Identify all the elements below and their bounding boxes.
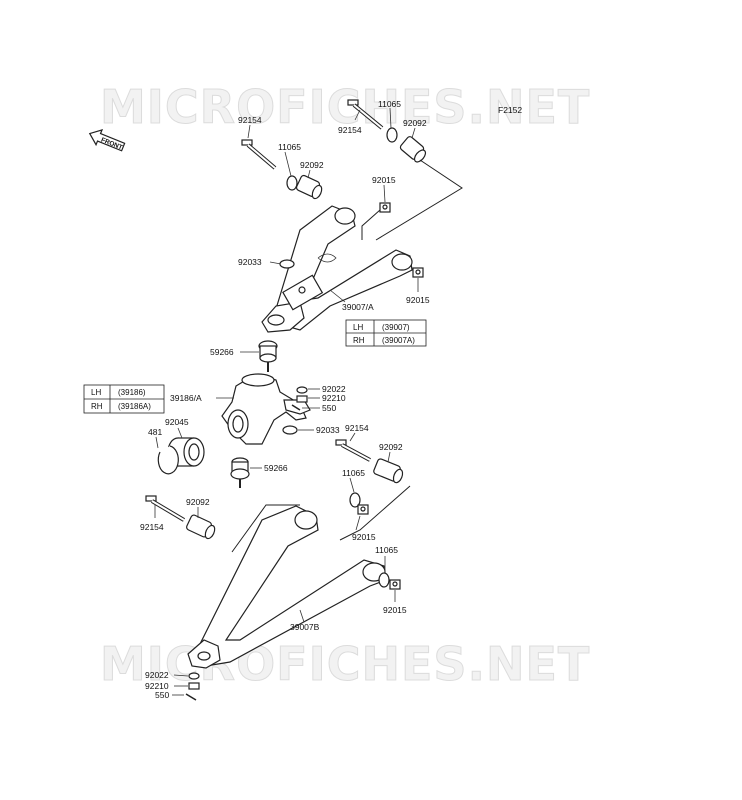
nut-92210-bottom bbox=[188, 682, 200, 690]
ring-11065-ur bbox=[386, 127, 398, 143]
label-92022-k: 92022 bbox=[322, 384, 346, 394]
label-59266-l: 59266 bbox=[264, 463, 288, 473]
label-92154-lr: 92154 bbox=[345, 423, 369, 433]
label-11065-ul: 11065 bbox=[278, 142, 301, 152]
label-92015-l1: 92015 bbox=[352, 532, 376, 542]
label-92022-b: 92022 bbox=[145, 670, 169, 680]
watermark-bottom: MICROFICHES.NET bbox=[100, 637, 590, 691]
table-knuckle-code-0: (39186) bbox=[118, 388, 146, 397]
label-92015-l2: 92015 bbox=[383, 605, 407, 615]
label-92154-ul: 92154 bbox=[238, 115, 262, 125]
table-arm: LH (39007) RH (39007A) bbox=[345, 319, 427, 347]
table-arm-code-0: (39007) bbox=[382, 323, 410, 332]
bolt-92154-lower-right bbox=[335, 439, 371, 462]
label-92015-u2: 92015 bbox=[406, 295, 430, 305]
nut-92015-lower-1 bbox=[357, 504, 369, 515]
label-11065-ur: 11065 bbox=[378, 99, 401, 109]
table-arm-code-1: (39007A) bbox=[382, 336, 415, 345]
label-92154-ur: 92154 bbox=[338, 125, 362, 135]
bolt-92154-upper-left bbox=[241, 139, 277, 170]
bolt-92154-lower-left bbox=[145, 495, 186, 522]
washer-92022-knuckle bbox=[296, 386, 308, 394]
table-knuckle: LH (39186) RH (39186A) bbox=[83, 384, 165, 414]
label-92015-u1: 92015 bbox=[372, 175, 396, 185]
ball-joint-59266-upper bbox=[258, 340, 278, 372]
table-knuckle-side-0: LH bbox=[91, 388, 101, 397]
label-481: 481 bbox=[148, 427, 162, 437]
washer-92022-bottom bbox=[188, 672, 200, 680]
pin-550-knuckle bbox=[291, 404, 301, 411]
ring-11065-lr1 bbox=[349, 492, 361, 508]
bushing-92092-ur bbox=[399, 136, 427, 163]
ring-92033-upper bbox=[279, 259, 295, 269]
nut-92210-knuckle bbox=[296, 395, 308, 403]
label-92092-lr: 92092 bbox=[379, 442, 403, 452]
table-arm-side-1: RH bbox=[353, 336, 365, 345]
label-11065-lr2: 11065 bbox=[375, 545, 398, 555]
ring-11065-ul bbox=[286, 175, 298, 191]
table-arm-side-0: LH bbox=[353, 323, 363, 332]
label-92092-ur: 92092 bbox=[403, 118, 427, 128]
table-knuckle-side-1: RH bbox=[91, 402, 103, 411]
ring-92033-knuckle bbox=[282, 425, 298, 435]
bushing-92092-lr bbox=[373, 458, 404, 484]
label-92033-u: 92033 bbox=[238, 257, 262, 267]
pin-550-bottom bbox=[185, 693, 197, 701]
label-92210-k: 92210 bbox=[322, 393, 346, 403]
nut-92015-upper-2 bbox=[412, 267, 424, 278]
label-92154-ll: 92154 bbox=[140, 522, 164, 532]
label-550-b: 550 bbox=[155, 690, 169, 700]
figure-code: F2152 bbox=[498, 105, 522, 115]
label-11065-lr1: 11065 bbox=[342, 468, 365, 478]
ball-joint-59266-lower bbox=[230, 457, 250, 488]
label-92210-b: 92210 bbox=[145, 681, 169, 691]
ring-11065-lr2 bbox=[378, 572, 390, 588]
label-39186A: 39186/A bbox=[170, 393, 202, 403]
lower-a-arm-39007B bbox=[187, 505, 387, 669]
label-92092-ul: 92092 bbox=[300, 160, 324, 170]
label-92092-ll: 92092 bbox=[186, 497, 210, 507]
label-550-k: 550 bbox=[322, 403, 336, 413]
bushing-92092-ll bbox=[186, 514, 216, 540]
label-39007A: 39007/A bbox=[342, 302, 374, 312]
table-knuckle-code-1: (39186A) bbox=[118, 402, 151, 411]
upper-a-arm-39007 bbox=[261, 205, 413, 333]
circlip-481 bbox=[157, 445, 179, 475]
nut-92015-upper-1 bbox=[379, 202, 391, 213]
label-39007B: 39007B bbox=[290, 622, 320, 632]
bushing-92092-ul bbox=[295, 174, 323, 200]
watermark-top: MICROFICHES.NET bbox=[100, 80, 590, 134]
knuckle-39186 bbox=[221, 373, 311, 445]
label-92033-k: 92033 bbox=[316, 425, 340, 435]
label-92045: 92045 bbox=[165, 417, 189, 427]
label-59266-u: 59266 bbox=[210, 347, 234, 357]
bolt-92154-upper-right bbox=[347, 99, 384, 130]
nut-92015-lower-2 bbox=[389, 579, 401, 590]
